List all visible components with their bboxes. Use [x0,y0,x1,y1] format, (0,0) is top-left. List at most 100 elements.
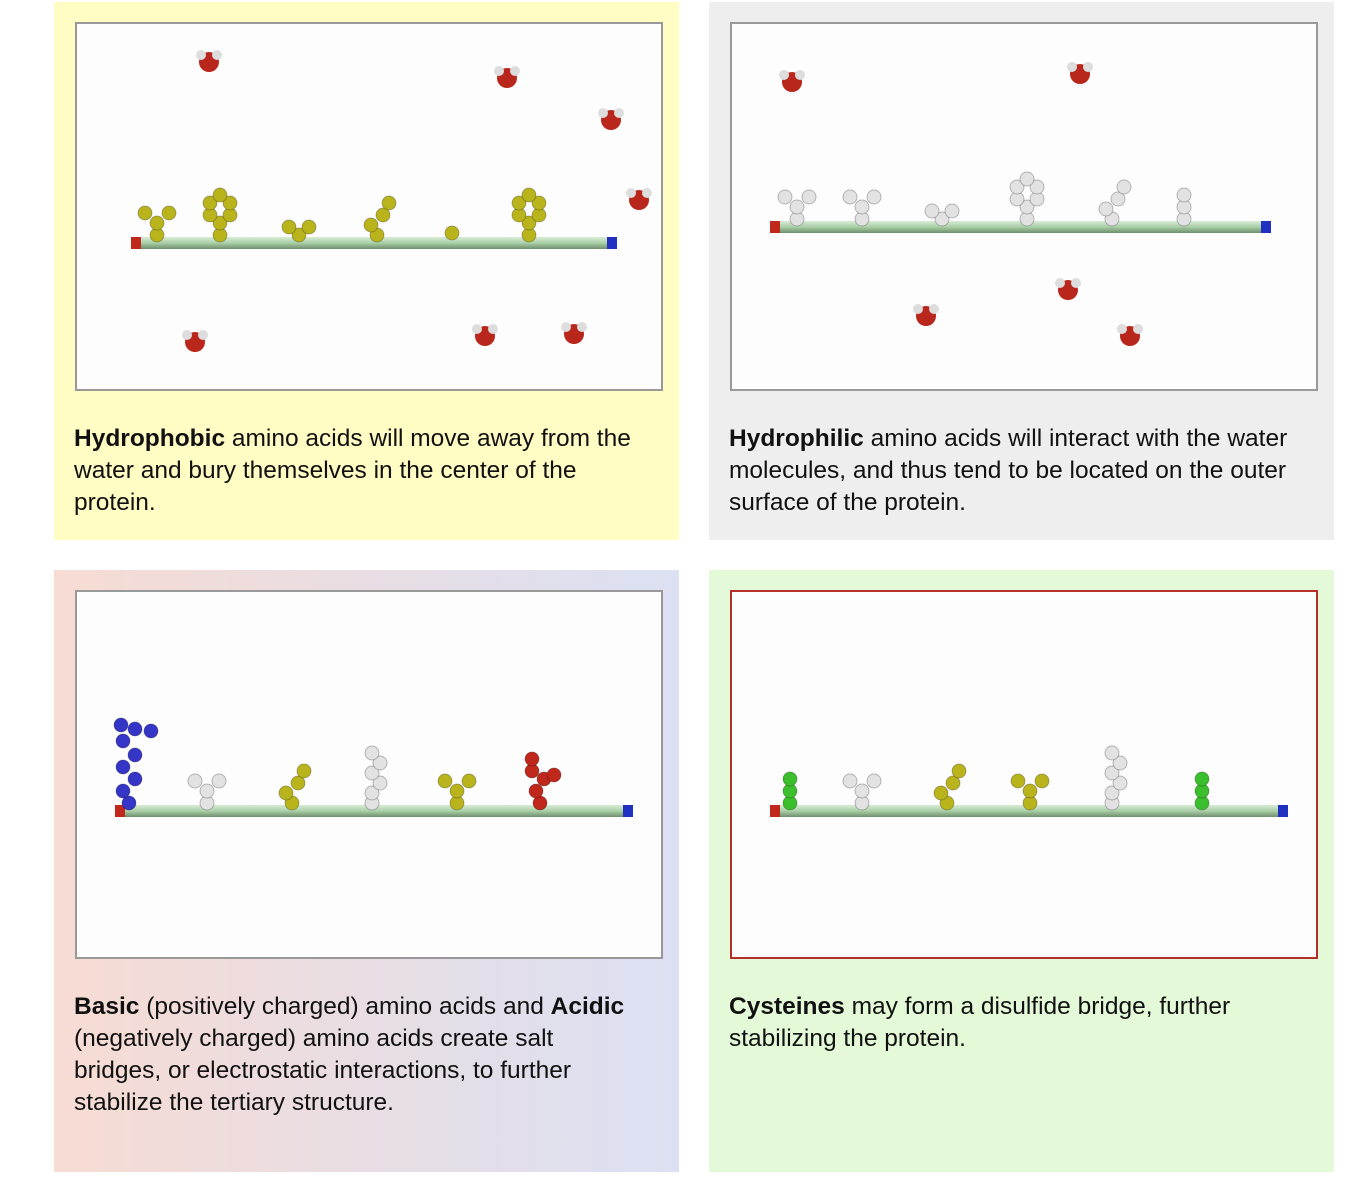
side-chain-atom [524,751,540,767]
caption-bold: Hydrophilic [729,425,864,452]
side-chain-atom [1104,745,1120,761]
water-hydrogen-atom [196,50,206,60]
side-chain-atom [521,187,537,203]
side-chain-atom [363,217,379,233]
protein-backbone [119,805,629,817]
side-chain-atom [296,763,312,779]
side-chain-atom [121,795,137,811]
hydrophobic-illustration [75,22,663,391]
side-chain-atom [782,771,798,787]
side-chain-atom [364,785,380,801]
water-hydrogen-atom [913,304,923,314]
side-chain-atom [1098,201,1114,217]
side-chain-atom [187,773,203,789]
hydrophilic-caption: Hydrophilic amino acids will interact wi… [729,423,1289,519]
side-chain-atom [461,773,477,789]
water-hydrogen-atom [779,70,789,80]
hydrophobic-panel: Hydrophobic amino acids will move away f… [54,2,679,540]
caption-bold: Hydrophobic [74,425,226,452]
side-chain-atom [1019,171,1035,187]
caption-text: amino acids will interact with the water… [729,425,1288,516]
side-chain-atom [854,783,870,799]
side-chain-atom [115,733,131,749]
water-hydrogen-atom [795,70,805,80]
n-terminus [131,237,141,249]
side-chain-atom [115,783,131,799]
caption-bold: Basic [74,993,140,1020]
charged-caption: Basic (positively charged) amino acids a… [74,991,634,1119]
side-chain-atom [143,723,159,739]
side-chain-atom [115,759,131,775]
caption-text-2: (negatively charged) amino acids create … [74,1025,572,1116]
side-chain-atom [137,205,153,221]
side-chain-atom [222,195,238,211]
side-chain-atom [1112,775,1128,791]
side-chain-atom [945,775,961,791]
side-chain-atom [1116,179,1132,195]
side-chain-atom [212,187,228,203]
side-chain-atom [842,773,858,789]
side-chain-atom [1104,765,1120,781]
protein-backbone [774,805,1284,817]
water-hydrogen-atom [488,324,498,334]
water-hydrogen-atom [494,66,504,76]
caption-bold: Cysteines [729,993,845,1020]
side-chain-atom [951,763,967,779]
side-chain-atom [924,203,940,219]
side-chain-atom [127,747,143,763]
cysteine-panel: Cysteines may form a disulfide bridge, f… [709,570,1334,1172]
side-chain-atom [801,189,817,205]
side-chain-atom [202,195,218,211]
water-hydrogen-atom [212,50,222,60]
caption-text: amino acids will move away from the wate… [74,425,631,516]
disulfide-illustration [730,590,1318,959]
side-chain-atom [1029,179,1045,195]
water-hydrogen-atom [929,304,939,314]
water-hydrogen-atom [1083,62,1093,72]
water-hydrogen-atom [614,108,624,118]
side-chain-atom [1034,773,1050,789]
caption-text: (positively charged) amino acids and [139,993,551,1020]
water-hydrogen-atom [598,108,608,118]
side-chain-atom [1176,187,1192,203]
water-hydrogen-atom [1117,324,1127,334]
side-chain-atom [1019,199,1035,215]
water-hydrogen-atom [1067,62,1077,72]
protein-backbone [135,237,613,249]
side-chain-atom [212,215,228,231]
c-terminus [1278,805,1288,817]
side-chain-atom [777,189,793,205]
side-chain-atom [854,199,870,215]
side-chain-atom [531,195,547,211]
side-chain-atom [211,773,227,789]
side-chain-atom [375,207,391,223]
hydrophobic-caption: Hydrophobic amino acids will move away f… [74,423,634,519]
side-chain-atom [934,211,950,227]
side-chain-atom [449,783,465,799]
side-chain-atom [1010,773,1026,789]
caption-text: may form a disulfide bridge, further sta… [729,993,1231,1052]
water-hydrogen-atom [472,324,482,334]
side-chain-atom [127,721,143,737]
side-chain-atom [866,773,882,789]
n-terminus [770,805,780,817]
side-chain-atom [511,195,527,211]
side-chain-atom [372,755,388,771]
side-chain-atom [1194,771,1210,787]
water-hydrogen-atom [626,188,636,198]
side-chain-atom [546,767,562,783]
charged-panel: Basic (positively charged) amino acids a… [54,570,679,1172]
c-terminus [607,237,617,249]
side-chain-atom [521,215,537,231]
side-chain-atom [1110,191,1126,207]
side-chain-atom [161,205,177,221]
cysteine-caption: Cysteines may form a disulfide bridge, f… [729,991,1289,1055]
side-chain-atom [1022,783,1038,799]
side-chain-atom [301,219,317,235]
water-hydrogen-atom [577,322,587,332]
side-chain-atom [1009,179,1025,195]
side-chain-atom [933,785,949,801]
protein-backbone [774,221,1267,233]
water-hydrogen-atom [1133,324,1143,334]
side-chain-atom [149,215,165,231]
